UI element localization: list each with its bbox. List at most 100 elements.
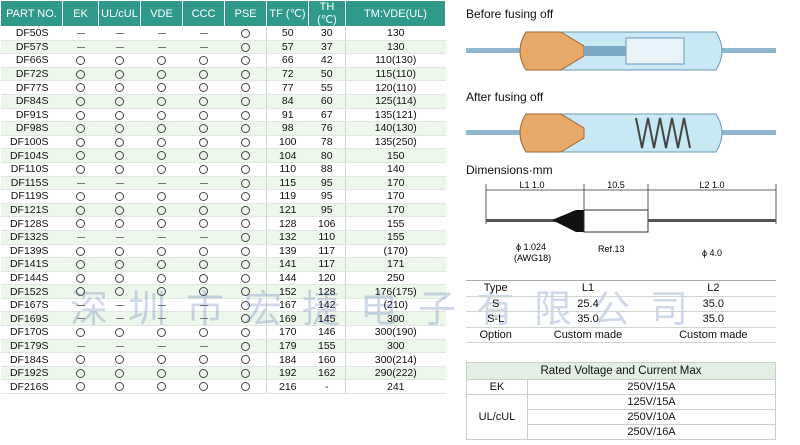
pse-cell: [224, 339, 267, 354]
approved-circle-icon: [240, 260, 250, 270]
vde-cell: [140, 135, 183, 150]
approved-circle-icon: [240, 382, 250, 392]
ccc-cell: [182, 203, 225, 218]
th-cell: 146: [308, 325, 346, 340]
pse-cell: [224, 298, 267, 313]
th-cell: 162: [308, 366, 346, 381]
not-approved-dash-icon: [115, 304, 124, 306]
ek-cell: [62, 94, 99, 109]
ccc-cell: [182, 311, 225, 327]
type-row: S 25.4 35.0: [466, 296, 776, 312]
not-approved-dash-icon: [199, 46, 208, 48]
approved-circle-icon: [240, 56, 250, 66]
type-cell: S: [466, 296, 526, 312]
vde-cell: [140, 271, 183, 286]
approved-circle-icon: [76, 328, 85, 338]
not-approved-dash-icon: [157, 345, 166, 347]
tf-cell: 110: [266, 162, 309, 177]
approved-circle-icon: [76, 192, 85, 202]
rated-label: UL/cUL: [466, 394, 528, 440]
th-cell: 117: [308, 257, 346, 272]
ul-cell: [98, 379, 141, 395]
pse-cell: [224, 148, 267, 163]
approved-circle-icon: [199, 260, 208, 270]
pn-cell: DF66S: [0, 53, 63, 68]
vde-cell: [140, 26, 183, 41]
pn-cell: DF91S: [0, 108, 63, 123]
fuse-cap: [519, 113, 585, 153]
approved-circle-icon: [76, 110, 85, 120]
tm-cell: 140: [345, 162, 446, 177]
not-approved-dash-icon: [115, 33, 124, 35]
pse-cell: [224, 284, 267, 299]
ccc-cell: [182, 298, 225, 313]
spec-table: PART NO. EK UL/cUL VDE CCC PSE TF (℃) TH…: [0, 0, 446, 395]
pse-cell: [224, 94, 267, 109]
approved-circle-icon: [76, 151, 85, 161]
not-approved-dash-icon: [199, 345, 208, 347]
ek-cell: [62, 203, 99, 218]
approved-circle-icon: [157, 137, 166, 147]
ccc-cell: [182, 53, 225, 68]
approved-circle-icon: [157, 83, 166, 93]
th-cell: 117: [308, 244, 346, 259]
pn-cell: DF169S: [0, 311, 63, 327]
approved-circle-icon: [157, 56, 166, 66]
approved-circle-icon: [199, 287, 208, 297]
ccc-cell: [182, 366, 225, 381]
approved-circle-icon: [157, 164, 166, 174]
approved-circle-icon: [240, 83, 250, 93]
tm-cell: 300(190): [345, 325, 446, 340]
tf-cell: 179: [266, 339, 309, 354]
ek-cell: [62, 284, 99, 299]
pse-cell: [224, 40, 267, 55]
vde-cell: [140, 203, 183, 218]
pn-cell: DF100S: [0, 135, 63, 150]
pn-cell: DF152S: [0, 284, 63, 299]
tm-cell: (170): [345, 244, 446, 259]
tm-cell: 120(110): [345, 80, 446, 95]
ul-cell: [98, 135, 141, 150]
rated-value: 250V/15A: [527, 379, 776, 395]
approved-circle-icon: [240, 110, 250, 120]
approved-circle-icon: [157, 368, 166, 378]
pn-cell: DF98S: [0, 121, 63, 136]
vde-cell: [140, 230, 183, 245]
approved-circle-icon: [76, 69, 85, 79]
lead-right: [648, 219, 776, 222]
rated-title: Rated Voltage and Current Max: [466, 362, 776, 380]
ccc-cell: [182, 108, 225, 123]
type-row: S-L 35.0 35.0: [466, 311, 776, 328]
ccc-cell: [182, 162, 225, 177]
approved-circle-icon: [76, 83, 85, 93]
ul-cell: [98, 26, 141, 41]
ek-cell: [62, 176, 99, 191]
rated-label: EK: [466, 379, 528, 395]
tf-cell: 139: [266, 244, 309, 259]
approved-circle-icon: [157, 205, 166, 215]
th-cell: 30: [308, 26, 346, 41]
th-cell: 160: [308, 352, 346, 367]
approved-circle-icon: [76, 273, 85, 283]
tm-cell: 135(250): [345, 135, 446, 150]
approved-circle-icon: [240, 164, 250, 174]
not-approved-dash-icon: [115, 345, 124, 347]
pse-cell: [224, 216, 267, 231]
approved-circle-icon: [157, 328, 166, 338]
ul-cell: [98, 162, 141, 177]
approved-circle-icon: [240, 232, 250, 242]
tm-cell: 170: [345, 189, 446, 204]
pn-cell: DF121S: [0, 203, 63, 218]
epoxy-tip: [552, 210, 584, 232]
ccc-cell: [182, 67, 225, 82]
pn-cell: DF167S: [0, 298, 63, 313]
ek-cell: [62, 379, 99, 395]
